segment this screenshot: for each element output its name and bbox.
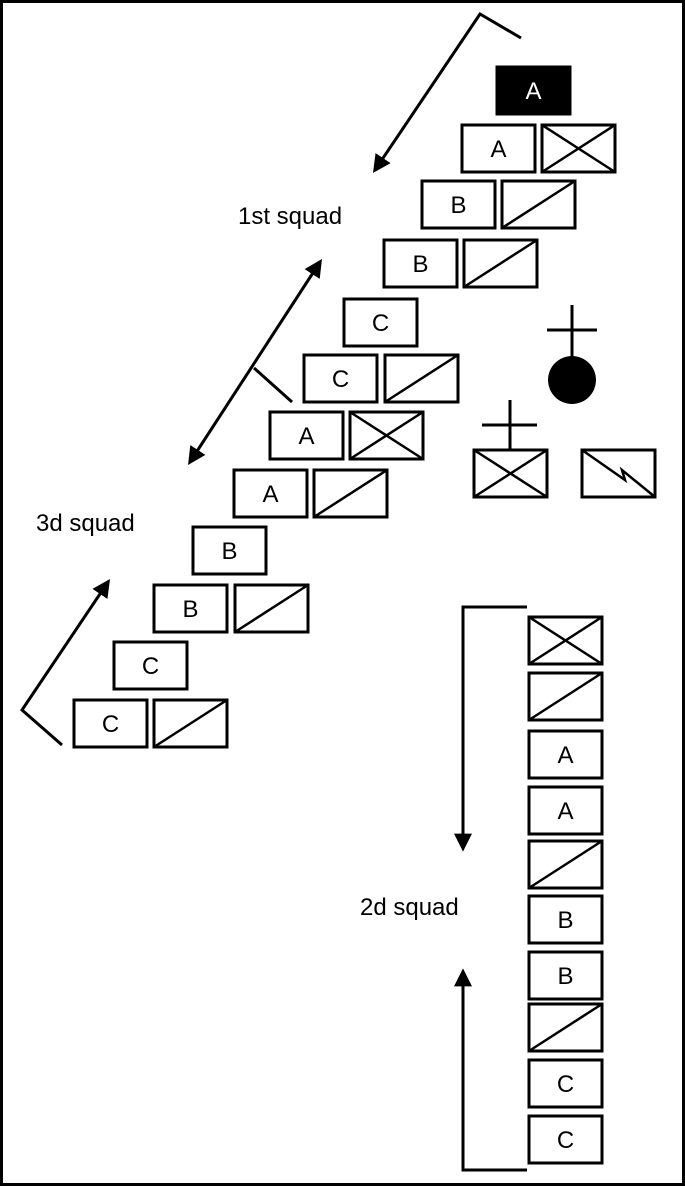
unit-box-label: B <box>221 538 237 565</box>
unit-box-label: A <box>262 481 278 508</box>
sector-double-arrow <box>188 258 322 466</box>
leader-box-label: A <box>525 78 541 105</box>
slashed-box-icon <box>500 179 577 230</box>
unit-box-label: C <box>372 310 389 337</box>
column-box-5 <box>527 839 604 890</box>
unit-box-label: A <box>490 136 506 163</box>
unit-row-4: C <box>342 297 419 348</box>
unit-box-label: B <box>557 907 573 934</box>
sector-arrow-3d-squad <box>20 579 111 747</box>
unit-row-9: B <box>152 583 310 634</box>
unit-row-11: C <box>72 698 229 749</box>
crossed-box-with-cross-icon <box>472 400 549 499</box>
sector-arrow-1st-squad <box>372 11 522 173</box>
unit-row-2: B <box>420 179 577 230</box>
unit-box-label: C <box>557 1127 574 1154</box>
column-box-4: A <box>527 785 604 836</box>
unit-box-label: B <box>450 192 466 219</box>
unit-box-label: C <box>332 366 349 393</box>
column-box-2 <box>527 671 604 722</box>
column-box-1 <box>527 615 604 666</box>
unit-box-label: C <box>142 653 159 680</box>
unit-row-5: C <box>302 353 460 404</box>
lightning-box-icon <box>580 448 657 499</box>
unit-box-label: A <box>298 423 314 450</box>
unit-box-label: B <box>557 963 573 990</box>
column-box-3: A <box>527 729 604 780</box>
slashed-box-icon <box>233 583 310 634</box>
unit-box-label: C <box>102 711 119 738</box>
slashed-box-icon <box>383 353 460 404</box>
column-box-9: C <box>527 1058 604 1109</box>
unit-box-label: C <box>557 1071 574 1098</box>
slashed-box-icon <box>462 238 539 289</box>
column-box-10: C <box>527 1114 604 1165</box>
unit-row-10: C <box>112 640 189 691</box>
column-box-7: B <box>527 950 604 1001</box>
column-box-8 <box>527 1002 604 1053</box>
unit-box-label: B <box>412 251 428 278</box>
unit-box-label: A <box>557 742 573 769</box>
slashed-box-icon <box>152 698 229 749</box>
sector-arrow-2d-squad-rear <box>454 968 527 1172</box>
column-box-6: B <box>527 894 604 945</box>
circle-cross-icon <box>547 305 597 404</box>
squad-label-1st: 1st squad <box>238 203 342 230</box>
unit-box-label: B <box>182 596 198 623</box>
leader-box: A <box>495 65 572 116</box>
unit-box-label: A <box>557 798 573 825</box>
crossed-box-icon <box>540 123 617 174</box>
slashed-box-icon <box>312 468 389 519</box>
unit-row-6: A <box>268 410 425 461</box>
unit-row-3: B <box>382 238 539 289</box>
crossed-box-icon <box>348 410 425 461</box>
squad-label-2d: 2d squad <box>360 894 459 921</box>
unit-row-1: A <box>460 123 617 174</box>
unit-row-8: B <box>191 525 268 576</box>
sector-arrow-2d-squad-front <box>454 605 527 852</box>
squad-label-3d: 3d squad <box>36 510 135 537</box>
unit-row-7: A <box>232 468 389 519</box>
